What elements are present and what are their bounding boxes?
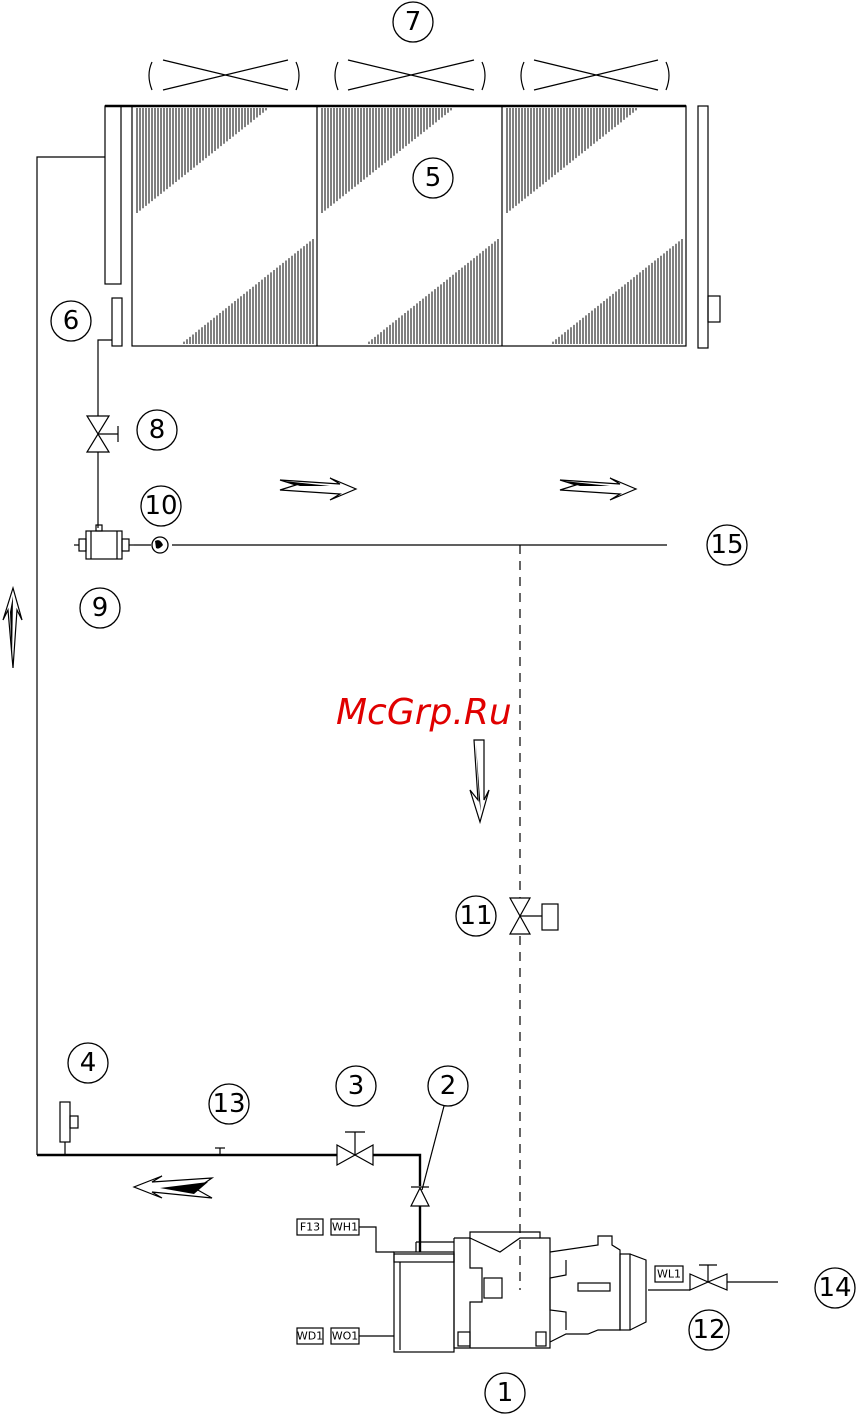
callout-6: 6 bbox=[51, 301, 91, 341]
callout-3: 3 bbox=[336, 1066, 376, 1106]
tag-wh1-label: WH1 bbox=[332, 1221, 358, 1234]
shutoff-valve-8 bbox=[87, 416, 118, 452]
callout-8-label: 8 bbox=[149, 415, 166, 445]
callout-9-label: 9 bbox=[92, 593, 109, 623]
tag-f13-label: F13 bbox=[300, 1221, 320, 1234]
callout-11: 11 bbox=[456, 896, 496, 936]
callout-8: 8 bbox=[137, 410, 177, 450]
inlet-header bbox=[105, 106, 121, 284]
callout-4: 4 bbox=[68, 1043, 108, 1083]
shutoff-valve-3 bbox=[337, 1132, 373, 1165]
callout-10: 10 bbox=[141, 486, 181, 526]
callout-12: 12 bbox=[689, 1310, 729, 1350]
coil-fin-hatching bbox=[137, 108, 682, 344]
tag-wo1-label: WO1 bbox=[332, 1330, 359, 1343]
callout-5-label: 5 bbox=[425, 163, 442, 193]
callout-14-label: 14 bbox=[818, 1273, 851, 1303]
callout-3-label: 3 bbox=[348, 1071, 365, 1101]
flow-arrow-right-2 bbox=[560, 478, 636, 500]
filter-drier-9 bbox=[74, 525, 134, 559]
fan-3 bbox=[521, 60, 669, 90]
flow-arrows bbox=[3, 478, 636, 1198]
callout-10-label: 10 bbox=[144, 491, 177, 521]
tag-wl1: WL1 bbox=[655, 1266, 683, 1282]
compressor-1 bbox=[394, 1232, 646, 1352]
callout-14: 14 bbox=[815, 1268, 855, 1308]
flow-arrow-up bbox=[3, 588, 22, 668]
callout-1: 1 bbox=[485, 1373, 525, 1413]
callout-2-label: 2 bbox=[440, 1071, 457, 1101]
tag-wl1-label: WL1 bbox=[657, 1268, 681, 1281]
check-valve-2 bbox=[411, 1187, 429, 1206]
sight-glass-10 bbox=[134, 537, 168, 553]
callout-1-label: 1 bbox=[497, 1378, 514, 1408]
callout-5: 5 bbox=[413, 158, 453, 198]
terminal-box bbox=[484, 1278, 502, 1298]
condenser-fans bbox=[149, 60, 669, 90]
sensor-tags: F13 WH1 WD1 WO1 WL1 bbox=[297, 1219, 683, 1344]
tag-f13: F13 bbox=[297, 1219, 323, 1235]
tag-wd1: WD1 bbox=[297, 1328, 323, 1344]
callout-7: 7 bbox=[393, 2, 433, 42]
callout-9: 9 bbox=[80, 588, 120, 628]
callout-2: 2 bbox=[422, 1066, 468, 1190]
flow-arrow-left bbox=[134, 1176, 212, 1198]
callout-12-label: 12 bbox=[692, 1315, 725, 1345]
shutoff-valve-12 bbox=[690, 1265, 727, 1290]
condenser-coil bbox=[105, 106, 720, 348]
outlet-header bbox=[698, 106, 708, 348]
watermark-text: McGrp.Ru bbox=[336, 692, 512, 733]
callout-6-label: 6 bbox=[63, 306, 80, 336]
receiver-header bbox=[112, 298, 122, 346]
tag-wo1: WO1 bbox=[331, 1328, 394, 1344]
callout-7-label: 7 bbox=[405, 7, 422, 37]
tag-wd1-label: WD1 bbox=[297, 1330, 323, 1343]
callout-13: 13 bbox=[209, 1084, 249, 1124]
solenoid-valve-11 bbox=[510, 898, 558, 934]
pressure-switch-4 bbox=[60, 1102, 78, 1155]
fan-1 bbox=[149, 60, 299, 90]
tag-wh1: WH1 bbox=[331, 1219, 394, 1252]
fan-2 bbox=[335, 60, 485, 90]
callout-4-label: 4 bbox=[80, 1048, 97, 1078]
callout-15-label: 15 bbox=[710, 530, 743, 560]
flow-arrow-down bbox=[470, 740, 489, 822]
callout-13-label: 13 bbox=[212, 1089, 245, 1119]
callout-11-label: 11 bbox=[459, 901, 492, 931]
flow-arrow-right-1 bbox=[280, 478, 356, 500]
callout-15: 15 bbox=[707, 525, 747, 565]
